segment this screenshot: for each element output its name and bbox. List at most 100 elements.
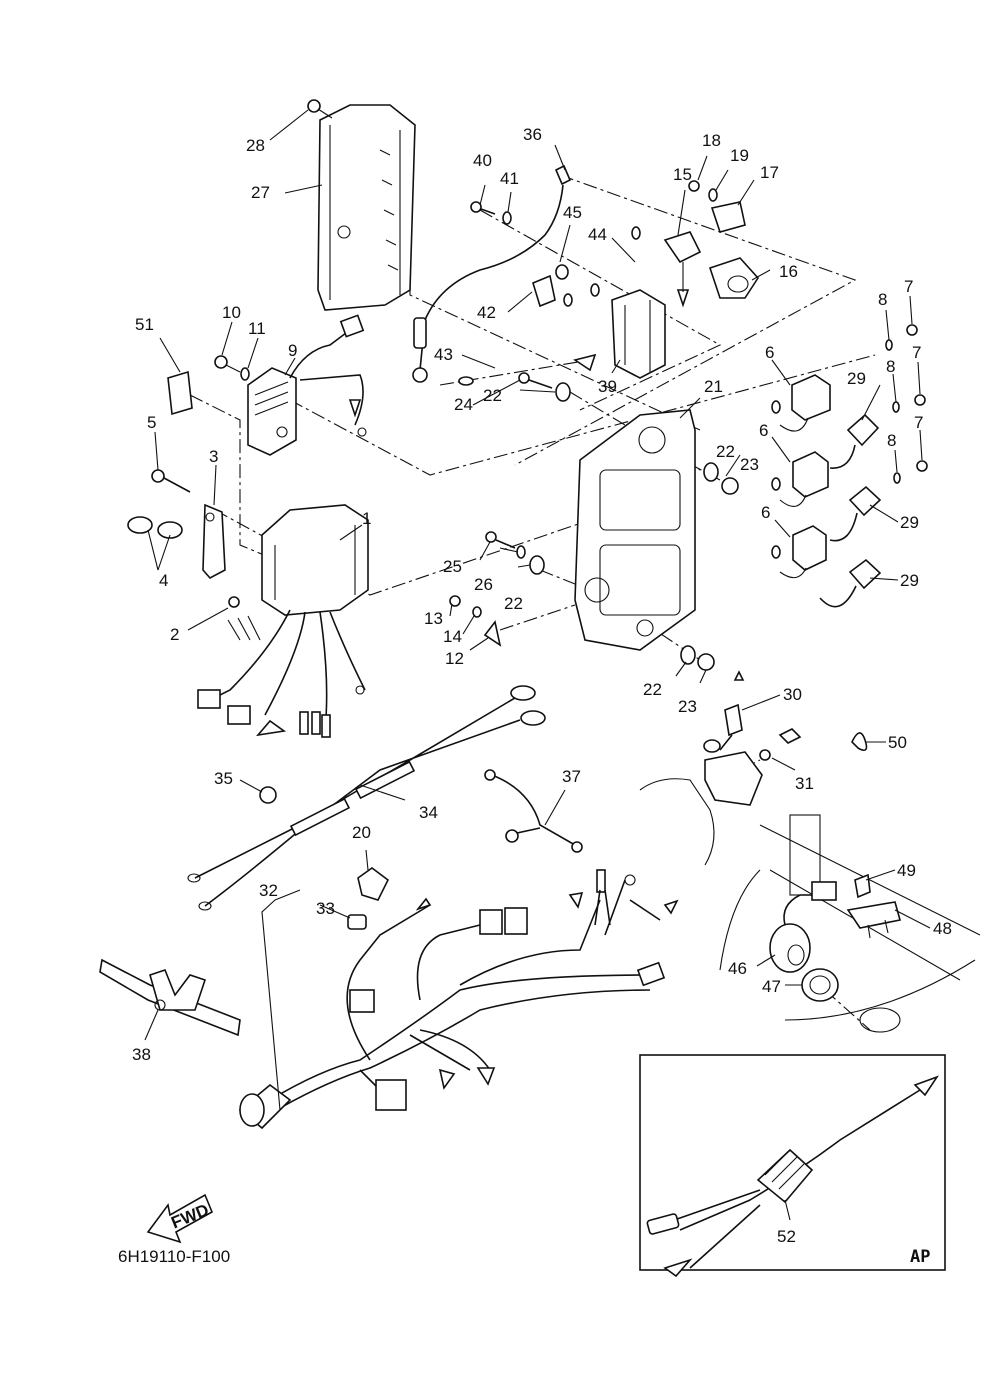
callout-27: 27 xyxy=(251,183,270,202)
callout-20: 20 xyxy=(352,823,371,842)
callout-labels: 1 2 3 4 5 6 6 6 7 7 7 8 8 8 9 10 11 12 1… xyxy=(132,125,952,1246)
callout-3: 3 xyxy=(209,447,218,466)
callout-8c: 8 xyxy=(887,431,896,450)
callout-29a: 29 xyxy=(847,369,866,388)
part-51-label xyxy=(167,370,193,416)
callout-52: 52 xyxy=(777,1227,796,1246)
callout-48: 48 xyxy=(933,919,952,938)
part-44-grommet xyxy=(590,226,641,297)
fwd-label: FWD xyxy=(168,1200,211,1232)
callout-24: 24 xyxy=(454,395,473,414)
callout-34: 34 xyxy=(419,803,438,822)
callout-4: 4 xyxy=(159,571,168,590)
callout-9: 9 xyxy=(288,341,297,360)
callout-15: 15 xyxy=(673,165,692,184)
callout-7a: 7 xyxy=(904,277,913,296)
callout-28: 28 xyxy=(246,136,265,155)
callout-1: 1 xyxy=(362,509,371,528)
part-16-holder xyxy=(708,257,760,299)
callout-12: 12 xyxy=(445,649,464,668)
callout-8a: 8 xyxy=(878,290,887,309)
part-23-collar-a xyxy=(721,477,739,495)
callout-22d: 22 xyxy=(643,680,662,699)
callout-41: 41 xyxy=(500,169,519,188)
callout-2: 2 xyxy=(170,625,179,644)
callout-14: 14 xyxy=(443,627,462,646)
part-22-grommet-d xyxy=(680,645,696,665)
callout-51: 51 xyxy=(135,315,154,334)
callout-26: 26 xyxy=(474,575,493,594)
part-37-ground-lead xyxy=(484,769,583,853)
callout-10: 10 xyxy=(222,303,241,322)
part-32-main-harness xyxy=(238,869,679,1130)
part-50-clip xyxy=(851,732,868,751)
part-15-switch xyxy=(663,231,702,308)
callout-37: 37 xyxy=(562,767,581,786)
callout-29b: 29 xyxy=(900,513,919,532)
callout-6c: 6 xyxy=(761,503,770,522)
leader-lines xyxy=(144,109,931,1221)
callout-29c: 29 xyxy=(900,571,919,590)
part-8-washers xyxy=(885,339,901,484)
callout-7c: 7 xyxy=(914,413,923,432)
callout-42: 42 xyxy=(477,303,496,322)
callout-40: 40 xyxy=(473,151,492,170)
part-26-washer xyxy=(516,545,526,559)
part-2-grommet xyxy=(227,596,261,641)
part-48-plate xyxy=(846,901,902,939)
callout-32: 32 xyxy=(259,881,278,900)
callout-17: 17 xyxy=(760,163,779,182)
part-6-coil-1 xyxy=(771,374,831,432)
inset-label: AP xyxy=(910,1247,930,1267)
callout-49: 49 xyxy=(897,861,916,880)
callout-25: 25 xyxy=(443,557,462,576)
callout-35: 35 xyxy=(214,769,233,788)
part-21-mounting-plate xyxy=(574,409,696,651)
callout-16: 16 xyxy=(779,262,798,281)
inset-box xyxy=(639,1054,946,1278)
part-13-screw xyxy=(449,595,461,607)
callout-21: 21 xyxy=(704,377,723,396)
fwd-arrow xyxy=(146,1193,214,1244)
part-35-clip xyxy=(259,786,277,804)
part-49-screw xyxy=(854,873,871,899)
part-43-washer xyxy=(458,376,474,386)
callout-44: 44 xyxy=(588,225,607,244)
callout-8b: 8 xyxy=(886,357,895,376)
part-7-bolts xyxy=(906,324,928,472)
part-38-cable-tie xyxy=(99,958,241,1037)
callout-5: 5 xyxy=(147,413,156,432)
callout-47: 47 xyxy=(762,977,781,996)
part-19-washer xyxy=(708,188,718,202)
callout-46: 46 xyxy=(728,959,747,978)
part-33-fuse xyxy=(347,914,367,930)
part-28-screw xyxy=(307,99,333,119)
part-41-washer xyxy=(502,211,512,225)
part-22-grommet-b xyxy=(703,462,719,482)
callout-30: 30 xyxy=(783,685,802,704)
part-42-boot xyxy=(532,274,573,308)
part-39-sensor xyxy=(573,289,666,379)
part-29-cap-1 xyxy=(829,413,880,469)
part-27-cover xyxy=(317,104,416,311)
part-23-collar-b xyxy=(697,653,715,671)
callout-23a: 23 xyxy=(740,455,759,474)
part-11-washer xyxy=(240,367,250,381)
part-30-sensor xyxy=(703,670,745,753)
part-20-clamp xyxy=(357,867,390,901)
part-6-coil-3 xyxy=(771,525,827,579)
part-40-bolt xyxy=(470,201,496,215)
part-24-bolt xyxy=(518,372,553,389)
callout-23b: 23 xyxy=(678,697,697,716)
part-29-cap-3 xyxy=(819,558,882,608)
callout-13: 13 xyxy=(424,609,443,628)
part-29-cap-2 xyxy=(829,485,882,542)
callout-45: 45 xyxy=(563,203,582,222)
part-17-bracket xyxy=(710,201,746,233)
callout-19: 19 xyxy=(730,146,749,165)
callout-7b: 7 xyxy=(912,343,921,362)
part-46-grommet xyxy=(769,881,837,973)
part-4-clamps xyxy=(127,516,183,539)
part-10-bolt xyxy=(214,355,241,373)
